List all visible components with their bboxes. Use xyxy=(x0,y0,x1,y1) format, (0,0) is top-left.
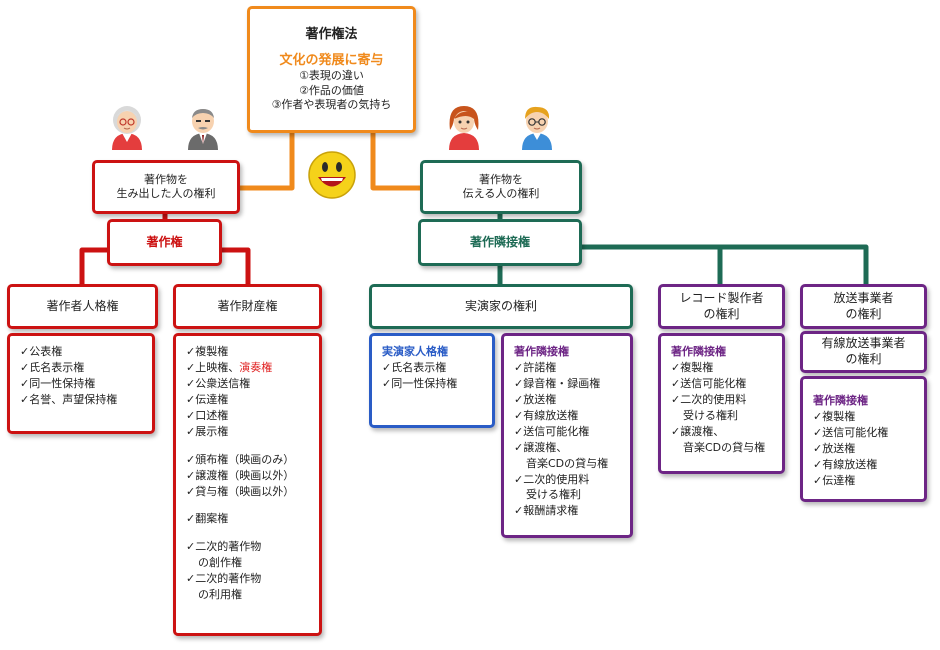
property-rights-title-box: 著作財産権 xyxy=(173,284,322,329)
list-item: ✓放送権 xyxy=(514,392,557,406)
creators-rights-box: 著作物を 生み出した人の権利 xyxy=(92,160,240,214)
cable-broadcaster-title-box: 有線放送事業者 の権利 xyxy=(800,331,927,373)
transmitters-label-line: 伝える人の権利 xyxy=(462,187,540,200)
elder-man-avatar-icon xyxy=(188,109,218,150)
list-item-continuation: 受ける権利 xyxy=(526,488,581,502)
broadcaster-title-box: 放送事業者 の権利 xyxy=(800,284,927,329)
law-point: ①表現の違い xyxy=(299,69,364,83)
list-item: ✓複製権 xyxy=(186,345,229,358)
list-item: ✓二次的使用料 xyxy=(671,392,747,406)
list-item: ✓口述権 xyxy=(186,408,229,422)
list-item: ✓名誉、声望保持権 xyxy=(20,392,118,406)
list-item: ✓譲渡権、 xyxy=(671,424,725,438)
performance-right-highlight: 演奏権 xyxy=(239,360,273,374)
elder-woman-avatar-icon xyxy=(112,106,142,150)
copyright-law-box: 著作権法 文化の発展に寄与 ①表現の違い ②作品の価値 ③作者や表現者の気持ち xyxy=(247,6,416,133)
list-item: ✓貸与権（映画以外） xyxy=(186,484,295,498)
list-item-continuation: の利用権 xyxy=(198,588,242,602)
list-item: ✓公表権 xyxy=(20,345,63,358)
property-rights-list-box: ✓複製権 ✓上映権、演奏権 ✓公衆送信権 ✓伝達権 ✓口述権 ✓展示権 ✓頒布権… xyxy=(173,333,322,636)
list-item: ✓放送権 xyxy=(813,441,856,455)
record-producer-list-box: 著作隣接権 ✓複製権 ✓送信可能化権 ✓二次的使用料 受ける権利 ✓譲渡権、 音… xyxy=(658,333,785,474)
performers-rights-title-box: 実演家の権利 xyxy=(369,284,633,329)
moral-rights-title: 著作者人格権 xyxy=(46,298,119,313)
performers-rights-title: 実演家の権利 xyxy=(464,298,537,313)
list-item-continuation: の創作権 xyxy=(198,556,242,570)
cable-broadcaster-title-line: 有線放送事業者 xyxy=(821,336,906,351)
list-item: ✓録音権・録画権 xyxy=(514,376,601,390)
law-title: 著作権法 xyxy=(305,26,358,42)
woman-avatar-icon xyxy=(449,106,479,150)
transmitters-rights-box: 著作物を 伝える人の権利 xyxy=(420,160,582,214)
list-item: ✓有線放送権 xyxy=(514,408,579,422)
screen-right-text: ✓上映権、 xyxy=(186,360,240,374)
broadcast-neighboring-heading: 著作隣接権 xyxy=(813,394,868,407)
transmitters-label-line: 著作物を xyxy=(479,172,523,186)
law-point: ②作品の価値 xyxy=(299,83,364,97)
list-item-continuation: 音楽CDの貸与権 xyxy=(683,440,766,454)
neighboring-rights-label: 著作隣接権 xyxy=(469,234,530,249)
record-neighboring-heading: 著作隣接権 xyxy=(671,345,726,358)
list-item-continuation: 音楽CDの貸与権 xyxy=(526,456,609,470)
list-item: ✓上映権、演奏権 xyxy=(186,360,319,376)
creators-label-line: 著作物を xyxy=(144,172,188,186)
man-with-glasses-avatar-icon xyxy=(522,106,552,150)
list-item-continuation: 受ける権利 xyxy=(683,408,738,422)
broadcaster-title-line: 放送事業者 xyxy=(833,290,894,305)
law-point: ③作者や表現者の気持ち xyxy=(271,98,392,112)
list-item: ✓送信可能化権 xyxy=(671,376,747,390)
list-item: ✓頒布権（映画のみ） xyxy=(186,452,295,466)
copyright-box: 著作権 xyxy=(107,219,222,266)
cable-broadcaster-title-line: の権利 xyxy=(845,352,882,366)
smiley-icon xyxy=(308,151,356,199)
list-item: ✓有線放送権 xyxy=(813,457,878,471)
moral-rights-title-box: 著作者人格権 xyxy=(7,284,158,329)
list-item: ✓展示権 xyxy=(186,424,229,438)
list-item: ✓複製権 xyxy=(671,360,714,374)
performer-neighboring-heading: 著作隣接権 xyxy=(514,345,569,358)
list-item: ✓伝達権 xyxy=(186,392,229,406)
list-item: ✓氏名表示権 xyxy=(20,360,85,374)
creators-label-line: 生み出した人の権利 xyxy=(116,187,216,200)
list-item: ✓同一性保持権 xyxy=(382,376,458,390)
property-rights-title: 著作財産権 xyxy=(217,298,278,313)
record-producer-title-line: レコード製作者 xyxy=(679,290,764,305)
list-item: ✓同一性保持権 xyxy=(20,376,96,390)
list-item: ✓譲渡権、 xyxy=(514,440,568,454)
list-item: ✓送信可能化権 xyxy=(813,425,889,439)
list-item: ✓二次的著作物 xyxy=(186,540,262,554)
record-producer-title-line: の権利 xyxy=(703,306,740,321)
performer-moral-heading: 実演家人格権 xyxy=(382,345,448,358)
list-item: ✓氏名表示権 xyxy=(382,360,447,374)
copyright-label: 著作権 xyxy=(146,234,183,249)
record-producer-title-box: レコード製作者 の権利 xyxy=(658,284,785,329)
list-item: ✓翻案権 xyxy=(186,512,229,526)
list-item: ✓二次的著作物 xyxy=(186,572,262,586)
moral-rights-list-box: ✓公表権 ✓氏名表示権 ✓同一性保持権 ✓名誉、声望保持権 xyxy=(7,333,155,434)
performer-moral-rights-box: 実演家人格権 ✓氏名表示権 ✓同一性保持権 xyxy=(369,333,495,428)
law-purpose: 文化の発展に寄与 xyxy=(279,52,384,68)
list-item: ✓公衆送信権 xyxy=(186,376,251,390)
list-item: ✓伝達権 xyxy=(813,473,856,487)
list-item: ✓複製権 xyxy=(813,409,856,423)
list-item: ✓許諾権 xyxy=(514,360,557,374)
list-item: ✓譲渡権（映画以外） xyxy=(186,468,295,482)
performer-neighboring-rights-box: 著作隣接権 ✓許諾権 ✓録音権・録画権 ✓放送権 ✓有線放送権 ✓送信可能化権 … xyxy=(501,333,633,538)
broadcaster-title-line: の権利 xyxy=(845,306,882,321)
broadcaster-list-box: 著作隣接権 ✓複製権 ✓送信可能化権 ✓放送権 ✓有線放送権 ✓伝達権 xyxy=(800,376,927,502)
list-item: ✓送信可能化権 xyxy=(514,424,590,438)
list-item: ✓報酬請求権 xyxy=(514,504,579,518)
neighboring-rights-box: 著作隣接権 xyxy=(418,219,582,266)
list-item: ✓二次的使用料 xyxy=(514,472,590,486)
